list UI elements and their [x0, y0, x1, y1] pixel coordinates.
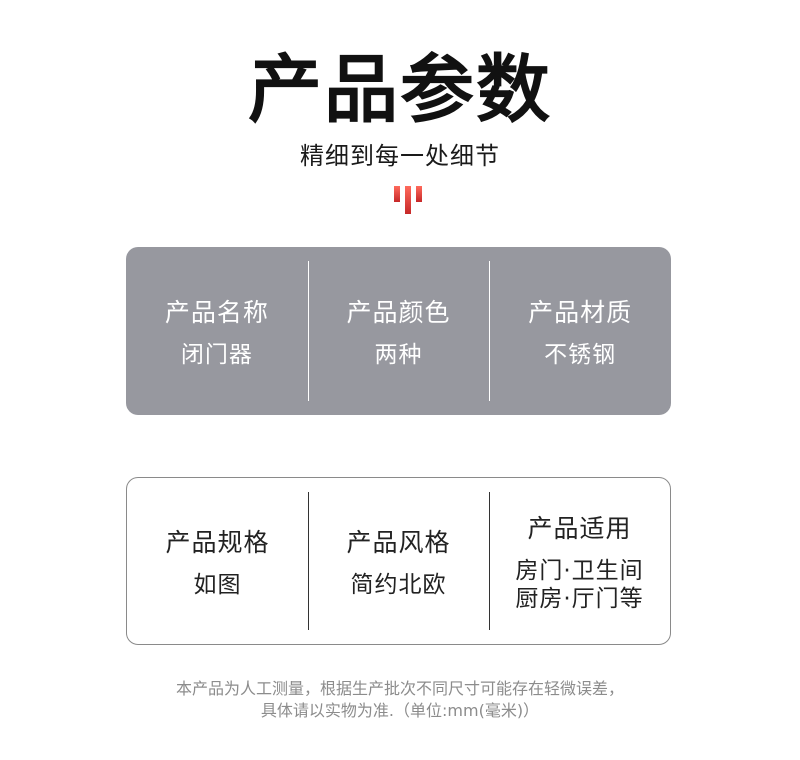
spec-cell-name: 产品名称 闭门器: [126, 247, 308, 415]
accent-bar-right: [416, 186, 422, 202]
spec-label: 产品风格: [346, 528, 451, 557]
note-line-2: 具体请以实物为准.（单位:mm(毫米)）: [260, 701, 540, 720]
spec-label: 产品材质: [528, 298, 633, 327]
measurement-note: 本产品为人工测量，根据生产批次不同尺寸可能存在轻微误差， 具体请以实物为准.（单…: [0, 678, 800, 722]
spec-cell-style: 产品风格 简约北欧: [308, 478, 489, 644]
spec-value-line-1: 房门·卫生间: [515, 558, 644, 584]
spec-value: 两种: [374, 342, 423, 368]
spec-cell-material: 产品材质 不锈钢: [489, 247, 671, 415]
spec-cell-color: 产品颜色 两种: [307, 247, 490, 415]
spec-label: 产品规格: [165, 528, 270, 557]
page-subtitle: 精细到每一处细节: [300, 142, 500, 170]
spec-value: 如图: [193, 572, 242, 598]
page-title: 产品参数: [248, 47, 552, 133]
spec-cell-size: 产品规格 如图: [127, 478, 308, 644]
spec-label: 产品适用: [527, 514, 632, 543]
spec-panel-primary: 产品名称 闭门器 产品颜色 两种 产品材质 不锈钢: [126, 247, 671, 415]
spec-value-line-2: 厨房·厅门等: [515, 586, 644, 612]
accent-bars-icon: [394, 186, 422, 214]
spec-value: 简约北欧: [350, 572, 447, 598]
spec-panel-secondary: 产品规格 如图 产品风格 简约北欧 产品适用 房门·卫生间 厨房·厅门等: [126, 477, 671, 645]
spec-label: 产品颜色: [346, 298, 451, 327]
accent-bar-left: [394, 186, 400, 202]
spec-value: 不锈钢: [544, 342, 617, 368]
accent-bar-middle: [405, 186, 411, 214]
spec-value: 闭门器: [180, 342, 253, 368]
spec-cell-usage: 产品适用 房门·卫生间 厨房·厅门等: [489, 478, 670, 644]
note-line-1: 本产品为人工测量，根据生产批次不同尺寸可能存在轻微误差，: [175, 679, 624, 698]
spec-label: 产品名称: [164, 298, 269, 327]
